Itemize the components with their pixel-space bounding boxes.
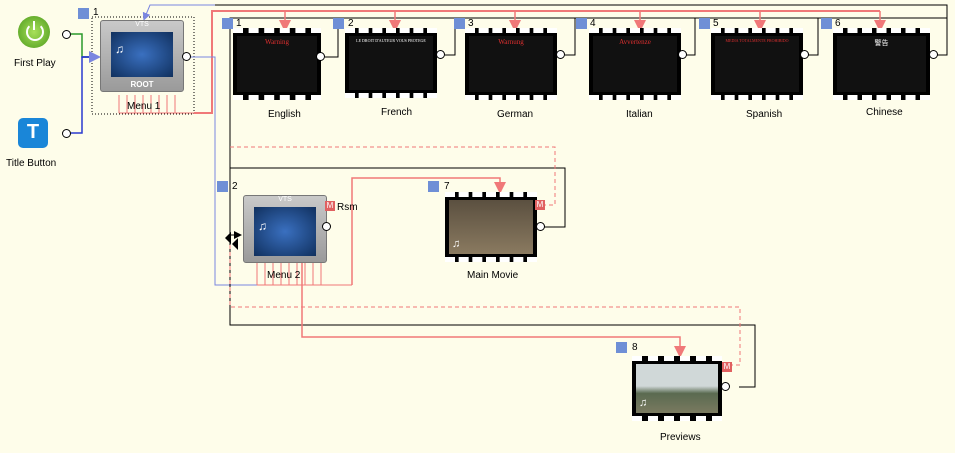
title5-badge <box>699 18 710 29</box>
title4-port[interactable] <box>678 50 687 59</box>
title3-heading: Warnung <box>498 38 524 46</box>
title1-label: English <box>268 109 301 120</box>
menu2-node[interactable]: VTS ♫ <box>243 195 327 263</box>
title1-number: 1 <box>236 18 242 29</box>
menu2-badge <box>217 181 228 192</box>
link-red-dashed-movie <box>230 146 556 206</box>
previews-badge <box>616 342 627 353</box>
menu2-entry-triangle-up <box>225 232 231 244</box>
menu2-resume-marker: M <box>325 201 335 211</box>
title2-number: 2 <box>348 18 354 29</box>
music-note-icon: ♫ <box>115 42 124 56</box>
title-button-port[interactable] <box>62 129 71 138</box>
link-red-menu1-titles <box>194 10 880 114</box>
title6-label: Chinese <box>866 107 903 118</box>
link-red-menu2-previews <box>301 262 686 358</box>
menu1-badge <box>78 8 89 19</box>
power-icon-bar <box>33 21 35 30</box>
link-black-menu2-in <box>229 170 242 239</box>
menu1-node[interactable]: VTS ♫ ROOT <box>100 20 184 92</box>
title6-badge <box>821 18 832 29</box>
link-blue-title-button <box>71 56 90 134</box>
main-movie-port[interactable] <box>536 222 545 231</box>
menu2-port[interactable] <box>322 222 331 231</box>
previews-number: 8 <box>632 342 638 353</box>
title2-heading: LE DROIT D'AUTEUR VOUS PROTEGE <box>356 38 426 43</box>
link-blue-top-return <box>142 4 215 21</box>
title6-heading: 警告 <box>874 39 889 47</box>
link-black-italian <box>685 18 696 56</box>
title3-node[interactable]: Warnung <box>465 28 557 100</box>
title-button-node[interactable]: T <box>18 118 48 148</box>
menu2-rsm-label: Rsm <box>337 202 358 213</box>
title1-node[interactable]: Warning <box>233 28 321 100</box>
title1-badge <box>222 18 233 29</box>
title3-badge <box>454 18 465 29</box>
link-black-english <box>325 18 339 58</box>
title2-port[interactable] <box>436 50 445 59</box>
link-black-german <box>565 18 576 56</box>
title2-label: French <box>381 107 413 118</box>
title4-number: 4 <box>590 18 596 29</box>
previews-label: Previews <box>660 432 701 443</box>
menu2-header: VTS <box>278 196 292 203</box>
power-icon <box>26 23 44 41</box>
title4-heading: Avvertenze <box>619 38 651 46</box>
title5-port[interactable] <box>800 50 809 59</box>
title6-node[interactable]: 警告 <box>833 28 930 100</box>
title4-label: Italian <box>626 109 653 120</box>
title3-label: German <box>497 109 534 120</box>
link-black-main-movie-return <box>230 167 566 228</box>
previews-port[interactable] <box>721 382 730 391</box>
title-letter-icon: T <box>26 121 40 143</box>
link-red-dashed-previews <box>229 245 741 366</box>
menu2-entry-triangle-down <box>232 238 238 250</box>
first-play-label: First Play <box>14 58 56 69</box>
menu1-header: VTS <box>135 21 149 28</box>
previews-marker: M <box>722 362 732 372</box>
menu1-label: Menu 1 <box>127 101 161 112</box>
main-movie-number: 7 <box>444 181 450 192</box>
main-movie-marker: M <box>535 200 545 210</box>
title6-port[interactable] <box>929 50 938 59</box>
music-note-icon: ♫ <box>639 397 648 409</box>
title5-number: 5 <box>713 18 719 29</box>
menu2-label: Menu 2 <box>267 270 301 281</box>
title5-label: Spanish <box>746 109 783 120</box>
menu1-number: 1 <box>93 7 99 18</box>
link-black-spanish <box>808 18 819 56</box>
title3-number: 3 <box>468 18 474 29</box>
menu2-number: 2 <box>232 181 238 192</box>
menu2-button-stubs <box>256 262 352 286</box>
first-play-port[interactable] <box>62 30 71 39</box>
music-note-icon: ♫ <box>452 238 461 250</box>
link-black-french <box>445 18 456 56</box>
title5-node[interactable]: MEDIA TOTALMENTE PROHIBIDO <box>711 28 803 100</box>
menu1-button-stubs <box>118 95 194 114</box>
link-black-chinese <box>935 18 948 56</box>
title2-node[interactable]: LE DROIT D'AUTEUR VOUS PROTEGE <box>345 28 437 98</box>
main-movie-label: Main Movie <box>467 270 519 281</box>
first-play-node[interactable] <box>18 16 50 48</box>
title1-port[interactable] <box>316 52 325 61</box>
previews-node[interactable]: ♫ <box>632 356 722 421</box>
link-green-first-play <box>71 33 90 58</box>
title1-heading: Warning <box>265 38 289 46</box>
title-button-label: Title Button <box>6 158 57 169</box>
title3-port[interactable] <box>556 50 565 59</box>
title4-node[interactable]: Avvertenze <box>589 28 681 100</box>
link-red-menu2-movie <box>351 177 506 285</box>
title5-heading: MEDIA TOTALMENTE PROHIBIDO <box>725 38 789 43</box>
menu2-screen: ♫ <box>254 207 316 256</box>
menu1-footer: ROOT <box>130 80 154 89</box>
menu1-port[interactable] <box>182 52 191 61</box>
menu1-screen: ♫ <box>111 32 173 77</box>
title6-number: 6 <box>835 18 841 29</box>
title4-badge <box>576 18 587 29</box>
main-movie-badge <box>428 181 439 192</box>
main-movie-node[interactable]: ♫ <box>445 192 537 262</box>
title2-badge <box>333 18 344 29</box>
music-note-icon: ♫ <box>258 219 267 233</box>
